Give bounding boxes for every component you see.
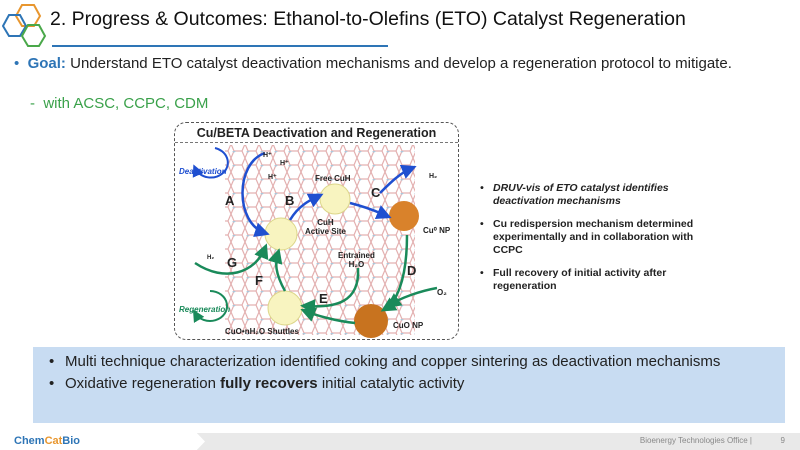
step-e-label: E [319,291,328,306]
step-d-label: D [407,263,417,278]
cuo-nanoparticle [354,304,388,338]
summary-item: Oxidative regeneration fully recovers in… [43,375,775,393]
finding-item: Full recovery of initial activity after … [478,267,718,293]
logo-part: Chem [14,435,45,447]
goal-text: Understand ETO catalyst deactivation mec… [65,55,732,72]
proton-label: H⁺ [280,160,289,167]
o2-label: O₂ [437,288,447,297]
deactivation-regeneration-diagram: Cu/BETA Deactivation and Regeneration De… [174,122,459,340]
finding-item: Cu redispersion mechanism determined exp… [478,218,718,257]
shuttles-label: CuO•nH₂O Shuttles [225,327,299,336]
shuttle-bubble [267,290,303,326]
proton-label: H⁺ [263,152,272,159]
page-number: 9 [780,436,785,445]
summary-text: Oxidative regeneration [65,375,221,392]
cu0-nanoparticle [389,201,419,231]
active-site-text: Active Site [305,227,346,236]
step-a-label: A [225,193,235,208]
goal-sub-bullet: - with ACSC, CCPC, CDM [30,95,209,112]
summary-item: Multi technique characterization identif… [43,353,775,371]
step-g-label: G [227,255,238,270]
step-c-label: C [371,185,381,200]
free-cuh-bubble [319,183,351,215]
active-site-bubble [264,217,298,251]
slide-title: 2. Progress & Outcomes: Ethanol-to-Olefi… [50,8,686,30]
regeneration-label: Regeneration [179,305,231,314]
summary-text: initial catalytic activity [317,375,465,392]
findings-list: DRUV-vis of ETO catalyst identifies deac… [478,182,718,303]
summary-box: Multi technique characterization identif… [33,347,785,423]
h2o-text: H₂O [348,260,365,269]
goal-bullet: • Goal: Understand ETO catalyst deactiva… [14,55,732,72]
footer-office: Bioenergy Technologies Office | [639,436,752,445]
cu0-np-label: Cu⁰ NP [423,226,451,235]
diagram-title: Cu/BETA Deactivation and Regeneration [175,123,458,143]
finding-item: DRUV-vis of ETO catalyst identifies deac… [478,182,718,208]
h2-label: H₂ [429,173,438,180]
logo-hexagons-icon [2,4,47,47]
entrained-text: Entrained [338,251,375,260]
free-cuh-label: Free CuH [315,174,351,183]
h2-label: H₂ [207,255,214,261]
collaborators: with ACSC, CCPC, CDM [43,95,209,112]
summary-emphasis: fully recovers [220,375,318,392]
chemcatbio-logo: ChemCatBio [0,433,205,450]
goal-label: Goal: [27,55,66,72]
title-divider [52,45,388,47]
step-f-label: F [255,273,263,288]
diagram-graphic [192,145,438,338]
deactivation-label: Deactivation [179,167,227,176]
logo-part: Bio [62,435,81,447]
logo-part: Cat [44,435,63,447]
proton-label: H⁺ [268,174,277,181]
step-b-label: B [285,193,295,208]
cuo-np-label: CuO NP [393,321,424,330]
cuh-text: CuH [317,218,334,227]
